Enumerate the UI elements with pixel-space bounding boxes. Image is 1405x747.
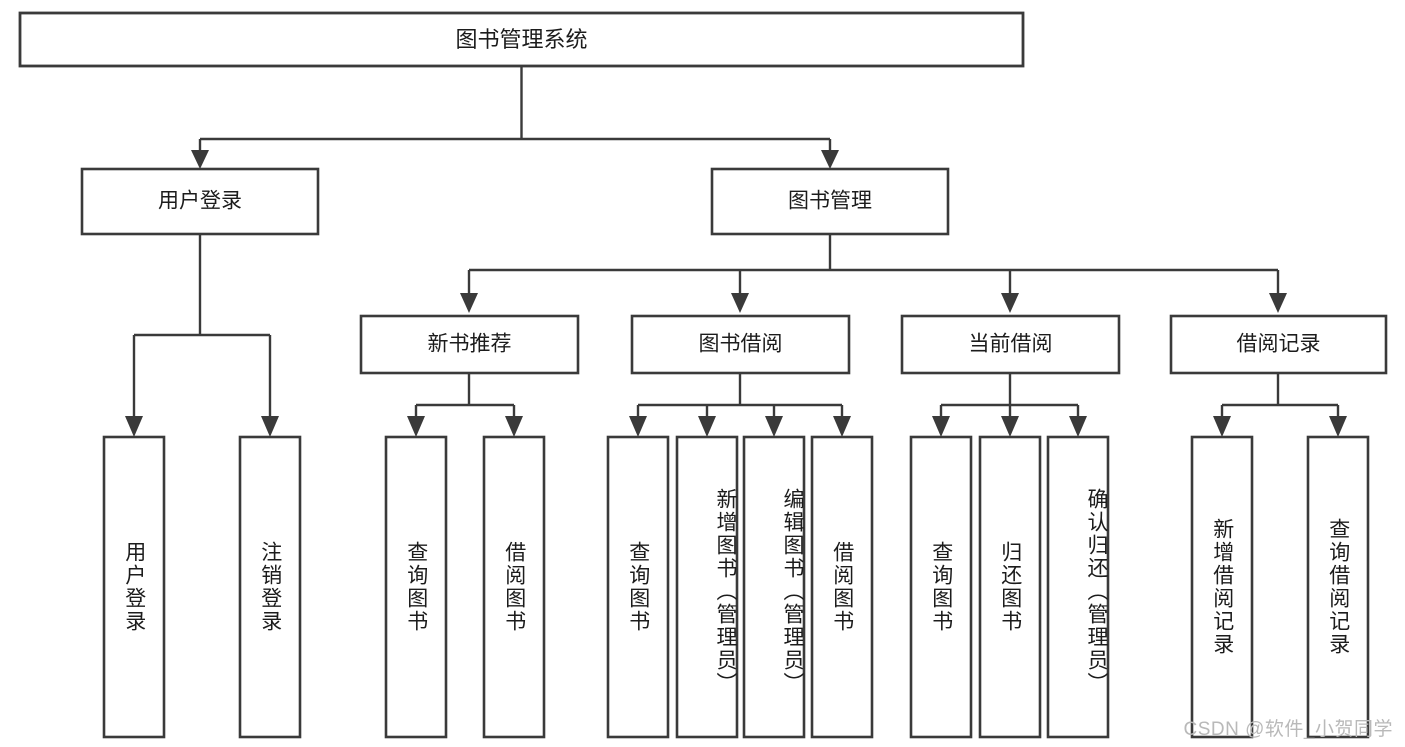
arrow-head-currentborrow-leaf-3 [1069, 416, 1087, 437]
arrow-head-bookborrow-leaf-3 [765, 416, 783, 437]
arrow-head-user-login [191, 150, 209, 169]
arrow-head-borrowrecord-leaf-2 [1329, 416, 1347, 437]
arrow-head-book-mgmt [821, 150, 839, 169]
leaf-box-logout[interactable] [238, 435, 302, 739]
leaf-box-currentborrow-query-book[interactable] [909, 435, 973, 739]
connector-layer [125, 66, 1347, 437]
node-root-label: 图书管理系统 [455, 27, 587, 52]
arrow-head-currentborrow-leaf-2 [1001, 416, 1019, 437]
leaf-box-borrowrecord-add-record[interactable] [1190, 435, 1254, 739]
arrow-head-currentborrow-leaf-1 [932, 416, 950, 437]
csdn-watermark: CSDN @软件_小贺同学 [1183, 719, 1393, 740]
arrow-head-leaf-logout [261, 416, 279, 437]
arrow-head-bookborrow-leaf-2 [698, 416, 716, 437]
leaf-box-user-login[interactable] [102, 435, 166, 739]
node-user-login-box[interactable] [80, 167, 320, 236]
arrow-head-newbook-leaf-1 [407, 416, 425, 437]
leaf-box-currentborrow-confirm-return[interactable] [1046, 435, 1110, 739]
node-new-book-recommend-box[interactable] [359, 314, 580, 375]
leaf-box-currentborrow-return-book[interactable] [978, 435, 1042, 739]
arrow-head-bookborrow-leaf-1 [629, 416, 647, 437]
node-current-borrow-box[interactable] [900, 314, 1121, 375]
node-book-borrow-label: 图书借阅 [699, 333, 783, 356]
node-borrow-record-box[interactable] [1169, 314, 1388, 375]
leaf-box-borrowrecord-query-record[interactable] [1306, 435, 1370, 739]
node-borrow-record-label: 借阅记录 [1237, 333, 1321, 356]
leaf-box-newbook-borrow-book[interactable] [482, 435, 546, 739]
arrow-head-current-borrow [1001, 293, 1019, 313]
arrow-head-new-book [460, 293, 478, 313]
arrow-head-borrowrecord-leaf-1 [1213, 416, 1231, 437]
node-book-management-label: 图书管理 [788, 190, 872, 213]
node-new-book-recommend-label: 新书推荐 [428, 333, 512, 356]
node-root-box[interactable] [18, 11, 1025, 68]
arrow-head-newbook-leaf-2 [505, 416, 523, 437]
leaf-box-bookborrow-add-book[interactable] [675, 435, 739, 739]
node-user-login-label: 用户登录 [158, 190, 242, 213]
arrow-head-borrow-record [1269, 293, 1287, 313]
leaf-box-newbook-query-book[interactable] [384, 435, 448, 739]
leaf-box-bookborrow-edit-book[interactable] [742, 435, 806, 739]
leaf-box-bookborrow-borrow-book[interactable] [810, 435, 874, 739]
node-book-management-box[interactable] [710, 167, 950, 236]
arrow-head-bookborrow-leaf-4 [833, 416, 851, 437]
node-current-borrow-label: 当前借阅 [969, 333, 1053, 356]
leaf-box-bookborrow-query-book[interactable] [606, 435, 670, 739]
arrow-head-book-borrow [731, 293, 749, 313]
arrow-head-leaf-user-login [125, 416, 143, 437]
node-book-borrow-box[interactable] [630, 314, 851, 375]
node-layer: 图书管理系统 用户登录 图书管理 新书推荐 图书借阅 当前借阅 借阅记录 [18, 11, 1388, 739]
